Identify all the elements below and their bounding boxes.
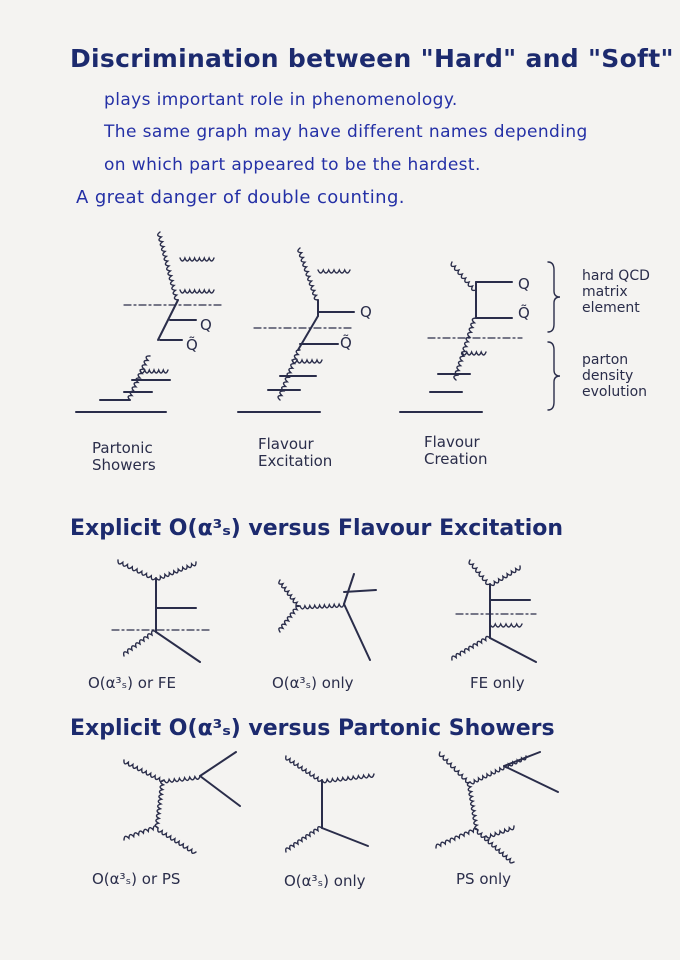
label-ps-1: O(α³ₛ) or PS <box>92 870 181 888</box>
quark-line <box>343 573 355 605</box>
gluon-line <box>453 317 477 381</box>
q-label: Q <box>200 316 212 334</box>
qbar-label: Q̃ <box>518 304 530 322</box>
gluon-line <box>468 559 491 586</box>
quark-line <box>199 775 241 807</box>
q-label: Q <box>360 303 372 321</box>
gluon-line <box>278 579 301 608</box>
label-ps-3: PS only <box>456 870 512 888</box>
gluon-line <box>278 604 301 633</box>
page-title: Discrimination between "Hard" and "Soft" <box>70 44 674 73</box>
gluon-line <box>291 358 323 364</box>
gluon-line <box>179 256 215 262</box>
gluon-line <box>469 765 505 785</box>
gluon-line <box>317 268 351 274</box>
gluon-line <box>285 755 323 783</box>
brace <box>547 261 561 333</box>
gluon-line <box>122 630 157 657</box>
gluon-line <box>117 559 157 581</box>
gluon-line <box>435 827 479 849</box>
gluon-line <box>163 774 201 784</box>
gluon-line <box>155 561 197 581</box>
gluon-line <box>179 288 215 294</box>
label-fe-2: O(α³ₛ) only <box>272 674 354 692</box>
intro-line-4: A great danger of double counting. <box>76 187 405 208</box>
intro-line-3: on which part appeared to be the hardest… <box>104 155 481 175</box>
gluon-line <box>489 622 523 628</box>
q-label: Q <box>518 275 530 293</box>
intro-line-2: The same graph may have different names … <box>104 122 588 142</box>
heading-fe: Explicit O(α³ₛ) versus Flavour Excitatio… <box>70 516 564 541</box>
intro-line-1: plays important role in phenomenology. <box>104 90 458 110</box>
quark-line <box>489 637 537 663</box>
gluon-line <box>451 635 491 661</box>
gluon-line <box>438 751 471 784</box>
quark-line <box>343 589 377 593</box>
quark-line <box>343 603 371 661</box>
quark-line <box>155 631 201 663</box>
gluon-line <box>299 602 345 610</box>
gluon-line <box>285 825 323 853</box>
gluon-line <box>297 247 319 301</box>
label-fe-3: FE only <box>470 674 525 692</box>
brace <box>547 341 561 411</box>
gluon-line <box>321 772 375 784</box>
gluon-line <box>450 261 477 292</box>
gluon-line <box>485 825 515 839</box>
gluon-line <box>489 565 521 587</box>
diagram-layer <box>75 231 561 864</box>
quark-line <box>503 765 559 793</box>
quark-line <box>157 299 179 341</box>
gluon-line <box>123 825 159 841</box>
gluon-line <box>139 368 169 374</box>
quark-line <box>321 827 369 847</box>
quark-line <box>199 751 237 777</box>
qbar-label: Q̃ <box>340 334 352 352</box>
gluon-line <box>466 781 480 831</box>
gluon-line <box>461 350 487 356</box>
qbar-label: Q̃ <box>186 336 198 354</box>
heading-ps: Explicit O(α³ₛ) versus Partonic Showers <box>70 716 555 741</box>
gluon-line <box>476 829 515 864</box>
label-ps-2: O(α³ₛ) only <box>284 872 366 890</box>
gluon-line <box>154 779 166 829</box>
gluon-line <box>123 759 165 783</box>
quark-line <box>503 751 541 767</box>
gluon-line <box>157 231 179 301</box>
gluon-line <box>127 355 151 401</box>
label-fe-1: O(α³ₛ) or FE <box>88 674 176 692</box>
gluon-line <box>157 827 197 855</box>
